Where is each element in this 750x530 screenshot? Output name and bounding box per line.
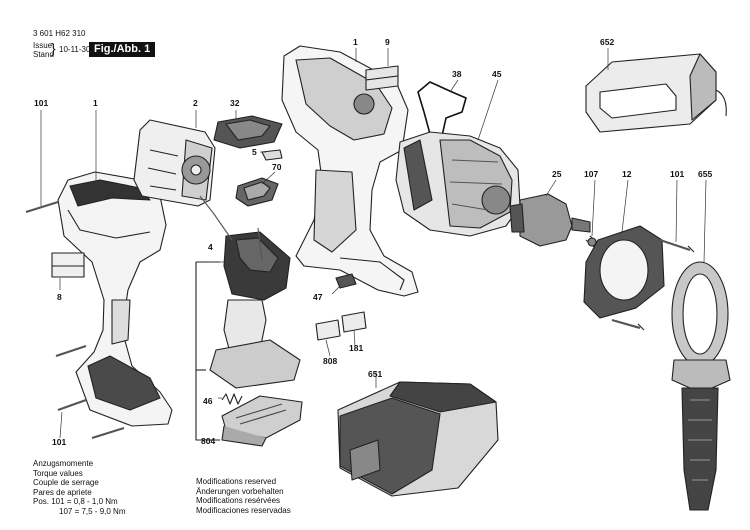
part-5 (261, 149, 283, 161)
charger-652 (585, 53, 727, 133)
label-part-2: 2 (193, 98, 198, 108)
label-part-808: 808 (323, 356, 338, 366)
torque-line: Couple de serrage (33, 478, 99, 487)
screw-101-right-upper (659, 238, 695, 253)
label-part-32: 32 (230, 98, 240, 108)
screw-101-left-a (25, 200, 59, 214)
label-part-804: 804 (201, 436, 216, 446)
label-part-655: 655 (698, 169, 713, 179)
torque-line: Anzugsmomente (33, 459, 94, 468)
housing-right-half (281, 45, 419, 297)
label-part-47: 47 (313, 292, 323, 302)
clip-38 (417, 81, 467, 137)
part-70 (235, 177, 279, 207)
leader-lines (40, 48, 707, 439)
torque-line: Pares de apriete (33, 487, 92, 497)
label-part-9: 9 (385, 37, 390, 47)
label-part-101-left: 101 (34, 98, 49, 108)
part-47 (335, 273, 357, 289)
gearbox-45 (395, 131, 521, 237)
housing-left-half (57, 171, 173, 427)
label-part-38: 38 (452, 69, 462, 79)
modification-line: Modifications resérvées (196, 496, 281, 505)
spring-46 (221, 393, 243, 405)
chuck-25 (509, 193, 591, 247)
label-part-4: 4 (208, 242, 213, 252)
label-part-46: 46 (203, 396, 213, 406)
torque-pos-107: 107 = 7,5 - 9,0 Nm (59, 506, 126, 516)
label-part-101-bottom: 101 (52, 437, 67, 447)
label-part-12: 12 (622, 169, 632, 179)
label-part-652: 652 (600, 37, 615, 47)
sticker-8-b (51, 265, 85, 278)
label-part-181: 181 (349, 343, 364, 353)
label-part-1-right: 1 (353, 37, 358, 47)
switch-assembly (199, 195, 301, 389)
contact-plate-804 (221, 395, 303, 447)
sticker-808 (315, 319, 341, 341)
label-part-8: 8 (57, 292, 62, 302)
torque-line: Torque values (33, 468, 83, 478)
sticker-8-a (51, 252, 85, 268)
brace-glyph: } (51, 40, 56, 56)
bracket-804 (195, 262, 220, 441)
flange-12 (583, 225, 665, 319)
label-part-107: 107 (584, 169, 599, 179)
torque-notes: Anzugsmomente Torque values Couple de se… (33, 459, 125, 516)
torque-pos-101: Pos. 101 = 0,8 - 1,0 Nm (33, 497, 118, 506)
label-part-651: 651 (368, 369, 383, 379)
stand-label: Stand (33, 50, 54, 59)
sticker-181 (341, 311, 367, 333)
auxiliary-handle-655 (671, 261, 731, 511)
label-part-45: 45 (492, 69, 502, 79)
modification-line: Modificaciones reservadas (196, 505, 291, 515)
direction-switch-32 (213, 115, 283, 149)
label-part-70: 70 (272, 162, 282, 172)
label-part-5: 5 (252, 147, 257, 157)
modification-notes: Modifications reserved Änderungen vorbeh… (196, 477, 291, 515)
issue-date: 10-11-30 (59, 45, 91, 54)
label-part-101-right: 101 (670, 169, 685, 179)
document-number: 3 601 H62 310 (33, 29, 86, 38)
modification-line: Änderungen vorbehalten (196, 486, 284, 496)
motor (133, 119, 216, 207)
label-part-25: 25 (552, 169, 562, 179)
screw-101-left-d (91, 426, 125, 440)
label-part-1-left: 1 (93, 98, 98, 108)
figure-badge: Fig./Abb. 1 (89, 42, 156, 57)
screw-101-left-b (55, 344, 87, 358)
issue-label: Issue (33, 41, 53, 50)
screw-101-right-lower (611, 318, 645, 331)
screw-101-left-c (57, 398, 87, 412)
battery-651 (337, 381, 499, 497)
modification-line: Modifications reserved (196, 477, 277, 486)
